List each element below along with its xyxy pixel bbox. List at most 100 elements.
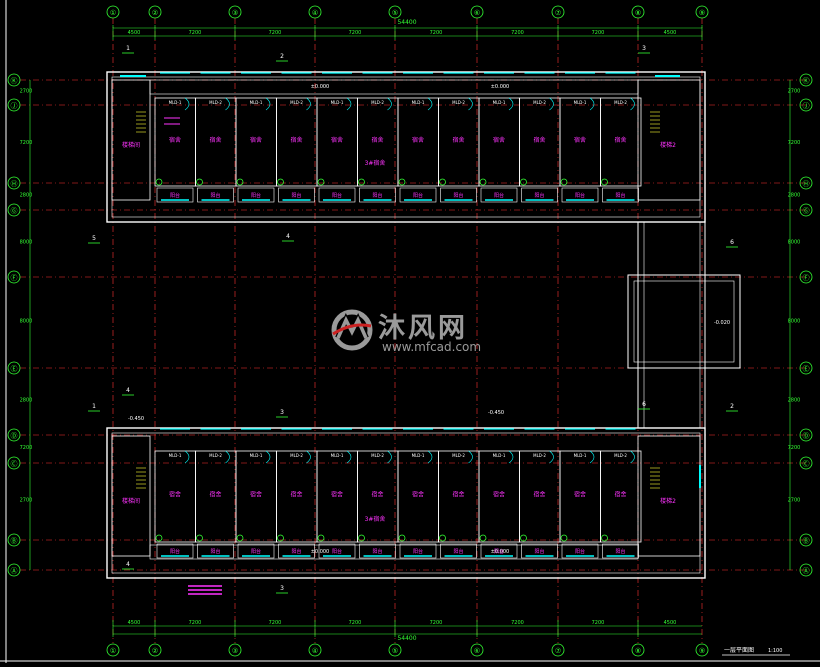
north-wing-stair-left-label: 楼梯间	[122, 141, 140, 149]
south-wing-door-swing-2	[225, 450, 230, 464]
north-wing-door-label-4: MLD-2	[290, 100, 303, 105]
south-wing-balcony-9	[480, 543, 518, 559]
south-wing-room-name-9: 宿舍	[493, 491, 505, 499]
north-wing-fixture-7	[398, 178, 406, 186]
north-wing-room-name-7: 宿舍	[412, 136, 424, 144]
section-mark-3: 3	[642, 45, 646, 52]
south-wing-door-swing-10	[549, 450, 554, 464]
dim-span-bottom-1: 4500	[128, 620, 141, 626]
north-wing-balcony-3	[237, 187, 275, 203]
south-wing-door-swing-9	[508, 450, 514, 464]
north-wing-room-name-3: 宿舍	[250, 136, 262, 144]
row-bubble-left-3-label: Ⓗ	[11, 180, 18, 188]
south-wing-balcony-8	[440, 543, 477, 559]
north-wing-balcony-label-1: 阳台	[170, 192, 180, 199]
north-wing-fixture-3	[236, 178, 244, 186]
dim-span-top-1: 4500	[128, 30, 141, 36]
north-wing-dorm-room-12	[600, 97, 642, 187]
south-wing-stair-right-label: 楼梯2	[660, 497, 676, 505]
row-bubble-left-7-circle	[7, 428, 21, 442]
north-wing-elev-corridor-2: ±0.000	[491, 84, 510, 90]
section-mark-7: 4	[126, 387, 130, 394]
col-bubble-top-2-circle	[148, 5, 162, 19]
dim-row-left-6: 2800	[20, 398, 33, 404]
col-bubble-bottom-2-circle	[148, 643, 162, 657]
north-wing-door-swing-11	[589, 97, 595, 111]
row-bubble-right-10-label: Ⓐ	[803, 567, 810, 575]
dim-row-right-3: 2800	[788, 193, 801, 199]
north-wing-door-swing-9	[508, 97, 514, 111]
dim-row-left-4: 8000	[20, 240, 33, 246]
row-bubble-left-3-circle	[7, 176, 21, 190]
row-bubble-left-7-label: Ⓓ	[11, 432, 18, 440]
north-wing-door-label-8: MLD-2	[452, 100, 465, 105]
row-bubble-left-6-circle	[7, 361, 21, 375]
south-wing-door-label-3: MLD-1	[250, 453, 263, 458]
north-wing-door-swing-5	[346, 97, 352, 111]
row-bubble-right-1-label: Ⓚ	[803, 77, 810, 85]
watermark-url: www.mfcad.com	[382, 340, 482, 354]
col-bubble-top-7-circle	[551, 5, 565, 19]
south-wing-balcony-label-5: 阳台	[332, 548, 342, 555]
south-wing-room-name-7: 宿舍	[412, 491, 424, 499]
col-bubble-bottom-6-circle	[470, 643, 484, 657]
south-wing-room-name-11: 宿舍	[574, 491, 586, 499]
south-wing-room-name-10: 宿舍	[533, 491, 545, 499]
row-bubble-right-5-label: Ⓕ	[803, 274, 810, 282]
col-bubble-bottom-5-label: ⑤	[392, 647, 398, 655]
row-bubble-left-5-label: Ⓕ	[11, 274, 18, 282]
row-bubble-left-5-circle	[7, 270, 21, 284]
north-wing-fixture-9	[479, 178, 487, 186]
row-bubble-left-8-circle	[7, 456, 21, 470]
col-bubble-top-1-circle	[106, 5, 120, 19]
south-wing-type-label: 3#宿舍	[365, 515, 386, 523]
north-wing-door-label-12: MLD-2	[614, 100, 627, 105]
row-bubble-right-7-circle	[799, 428, 813, 442]
north-wing-door-swing-10	[549, 97, 554, 111]
north-wing-door-swing-7	[427, 97, 433, 111]
north-wing-door-swing-6	[387, 97, 392, 111]
dim-span-bottom-7: 7200	[592, 620, 605, 626]
north-wing-fixture-5	[317, 178, 325, 186]
section-mark-1: 1	[126, 45, 130, 52]
section-mark-4: 4	[286, 233, 290, 240]
row-bubble-right-6-label: Ⓔ	[803, 365, 810, 373]
col-bubble-top-5-label: ⑤	[392, 9, 398, 17]
south-wing-room-name-12: 宿舍	[614, 491, 626, 499]
col-bubble-bottom-9-label: ⑨	[699, 647, 705, 655]
north-wing-stair-right	[637, 79, 701, 201]
east-bay-elevation: -0.020	[714, 320, 730, 326]
south-wing-door-label-9: MLD-1	[493, 453, 506, 458]
south-wing-balcony-label-1: 阳台	[170, 548, 180, 555]
south-wing-dorm-room-12	[600, 450, 642, 543]
dim-row-left-2: 7200	[20, 140, 33, 146]
north-wing-room-name-6: 宿舍	[371, 136, 383, 144]
south-wing-balcony-1	[156, 543, 194, 559]
row-bubble-right-7-label: Ⓓ	[803, 432, 810, 440]
dim-row-left-8: 2700	[20, 498, 33, 504]
south-wing-stair-right	[637, 435, 701, 557]
row-bubble-left-1-label: Ⓚ	[11, 77, 18, 85]
north-wing-door-swing-3	[265, 97, 271, 111]
col-bubble-top-6-label: ⑥	[474, 9, 480, 17]
south-wing-door-swing-6	[387, 450, 392, 464]
north-wing-door-label-10: MLD-2	[533, 100, 546, 105]
dim-span-top-7: 7200	[592, 30, 605, 36]
north-wing-balcony-label-6: 阳台	[372, 192, 382, 199]
col-bubble-top-5-circle	[388, 5, 402, 19]
north-wing-fixture-4	[277, 178, 284, 186]
dim-total-bottom: 54400	[397, 635, 416, 642]
col-bubble-top-2-label: ②	[152, 9, 158, 17]
dim-row-left-5: 8000	[20, 319, 33, 325]
north-wing-balcony-6	[359, 187, 396, 203]
col-bubble-bottom-8-circle	[631, 643, 645, 657]
south-wing-room-name-8: 宿舍	[452, 491, 464, 499]
col-bubble-top-7-label: ⑦	[555, 9, 561, 17]
south-wing-door-label-8: MLD-2	[452, 453, 465, 458]
south-wing-balcony-label-11: 阳台	[575, 548, 585, 555]
col-bubble-top-3-label: ③	[232, 9, 238, 17]
north-wing-balcony-10	[521, 187, 558, 203]
col-bubble-bottom-4-label: ④	[312, 647, 318, 655]
north-wing-corridor	[149, 79, 639, 95]
dim-span-top-3: 7200	[269, 30, 282, 36]
